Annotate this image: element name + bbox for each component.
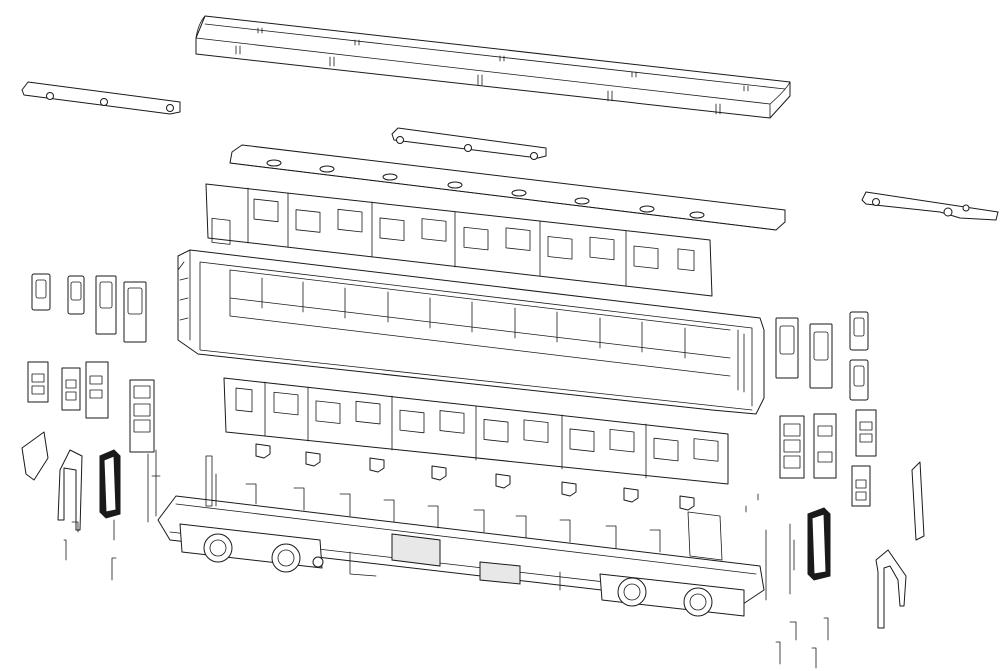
end-details-left-icon — [22, 432, 160, 580]
roof-clip-middle-icon — [392, 128, 546, 160]
roof-clip-left-icon — [22, 82, 180, 114]
side-wall-panel-upper-icon — [206, 184, 712, 296]
door-panels-left-icon — [28, 274, 154, 452]
door-panels-right-icon — [776, 312, 876, 506]
roof-clip-right-icon — [862, 192, 998, 220]
end-details-right-icon — [746, 462, 924, 668]
side-wall-panel-lower-icon — [224, 378, 728, 484]
interior-ceiling-icon — [230, 145, 785, 230]
bogie-icon — [180, 524, 323, 572]
seat-clip-icons — [256, 444, 694, 510]
roof-panel-icon — [196, 16, 790, 118]
car-body-shell-icon — [178, 250, 764, 414]
bogie-right-icon — [600, 574, 744, 616]
